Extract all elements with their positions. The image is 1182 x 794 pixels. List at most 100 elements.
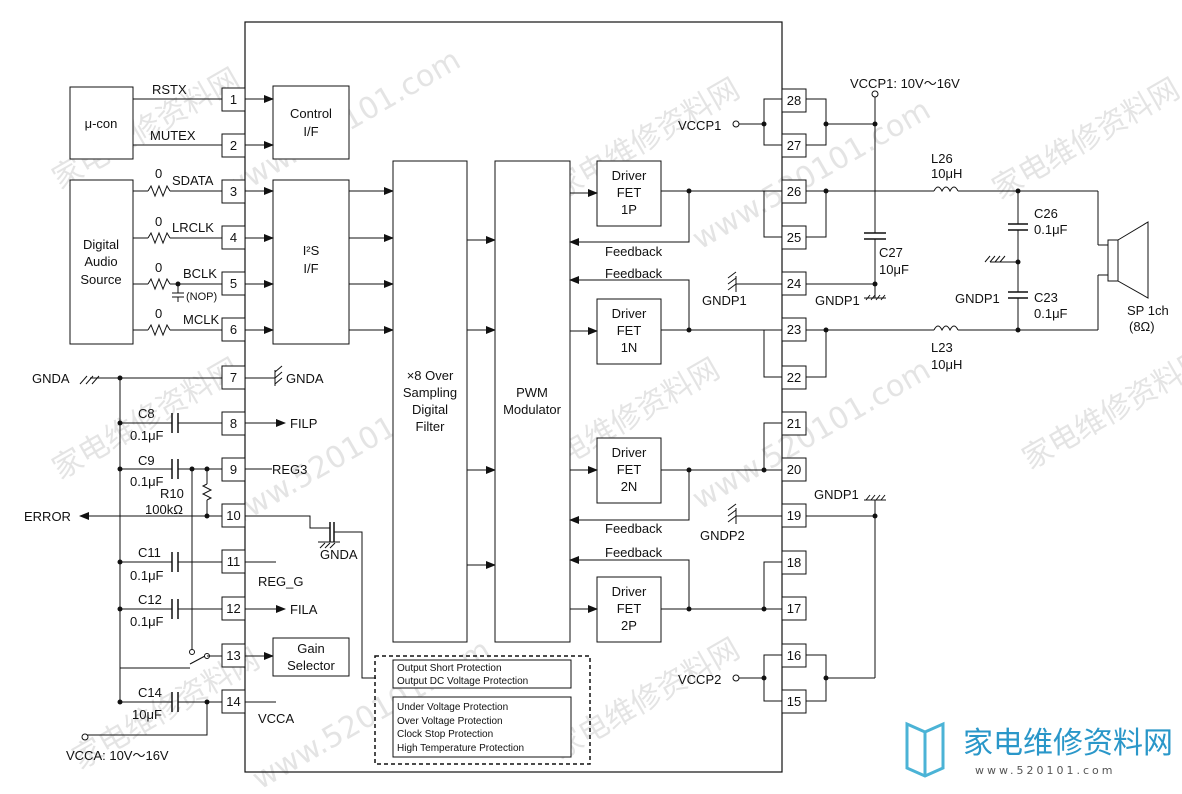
svg-text:GNDP1: GNDP1	[814, 487, 859, 502]
svg-text:Selector: Selector	[287, 658, 335, 673]
svg-text:MUTEX: MUTEX	[150, 128, 196, 143]
svg-text:19: 19	[787, 508, 801, 523]
ic-package	[244, 21, 783, 773]
svg-text:0.1μF: 0.1μF	[130, 614, 164, 629]
pwm-modulator-block: PWM Modulator	[494, 160, 571, 643]
svg-text:I²S: I²S	[303, 243, 320, 258]
svg-text:PWM: PWM	[516, 385, 548, 400]
svg-text:0: 0	[155, 166, 162, 181]
svg-text:17: 17	[787, 601, 801, 616]
svg-text:R10: R10	[160, 486, 184, 501]
svg-text:0.1μF: 0.1μF	[1034, 222, 1068, 237]
svg-text:5: 5	[230, 276, 237, 291]
svg-text:FILA: FILA	[290, 602, 318, 617]
svg-text:Feedback: Feedback	[605, 244, 663, 259]
svg-text:0.1μF: 0.1μF	[130, 428, 164, 443]
svg-text:Driver: Driver	[612, 584, 647, 599]
mclk-line: 0 MCLK	[133, 306, 222, 337]
right-pin-column: 28 27 26 25 24 23 22 21 20 19 18 17 16 1…	[781, 88, 807, 714]
svg-text:24: 24	[787, 276, 801, 291]
driver-fet-1n: Driver FET 1N	[596, 298, 662, 365]
svg-text:Filter: Filter	[416, 419, 446, 434]
svg-text:C14: C14	[138, 685, 162, 700]
svg-text:GNDP1: GNDP1	[702, 293, 747, 308]
svg-text:0: 0	[155, 260, 162, 275]
driver-fet-2n: Driver FET 2N	[596, 437, 662, 504]
speaker-icon	[1097, 191, 1149, 330]
svg-text:GNDP1: GNDP1	[955, 291, 1000, 306]
svg-text:家电维修资料网: 家电维修资料网	[547, 632, 746, 767]
svg-text:LRCLK: LRCLK	[172, 220, 214, 235]
digital-audio-source-block: Digital Audio Source	[69, 179, 134, 345]
svg-text:14: 14	[226, 694, 240, 709]
svg-text:2: 2	[230, 138, 237, 153]
svg-text:6: 6	[230, 322, 237, 337]
svg-text:2N: 2N	[621, 479, 638, 494]
svg-text:10μF: 10μF	[132, 707, 162, 722]
svg-text:SDATA: SDATA	[172, 173, 214, 188]
svg-text:ERROR: ERROR	[24, 509, 71, 524]
svg-text:C8: C8	[138, 406, 155, 421]
svg-text:家电维修资料网: 家电维修资料网	[987, 72, 1182, 207]
svg-text:Under Voltage Protection: Under Voltage Protection	[397, 702, 508, 713]
svg-text:www.520101.com: www.520101.com	[975, 764, 1115, 777]
driver-fet-2p: Driver FET 2P	[596, 576, 662, 643]
svg-text:10: 10	[226, 508, 240, 523]
svg-text:0.1μF: 0.1μF	[1034, 306, 1068, 321]
svg-text:VCCA: VCCA	[258, 711, 294, 726]
svg-text:Output Short Protection: Output Short Protection	[397, 663, 502, 674]
site-logo: 家电维修资料网 www.520101.com	[905, 721, 1173, 778]
svg-text:0: 0	[155, 306, 162, 321]
svg-text:Driver: Driver	[612, 306, 647, 321]
svg-text:(8Ω): (8Ω)	[1129, 319, 1155, 334]
protection-box-1: Output Short Protection Output DC Voltag…	[392, 659, 572, 689]
gain-selector-block: Gain Selector	[272, 637, 350, 677]
svg-text:FET: FET	[617, 462, 642, 477]
svg-text:×8 Over: ×8 Over	[407, 368, 454, 383]
svg-text:Digital: Digital	[83, 237, 119, 252]
driver-fet-1p: Driver FET 1P	[596, 160, 662, 227]
svg-text:家电维修资料网: 家电维修资料网	[1017, 342, 1182, 477]
svg-text:10μH: 10μH	[931, 166, 962, 181]
svg-text:SP 1ch: SP 1ch	[1127, 303, 1169, 318]
svg-text:100kΩ: 100kΩ	[145, 502, 183, 517]
svg-text:1N: 1N	[621, 340, 638, 355]
svg-text:20: 20	[787, 462, 801, 477]
svg-text:Source: Source	[80, 272, 121, 287]
svg-text:Driver: Driver	[612, 445, 647, 460]
svg-text:9: 9	[230, 462, 237, 477]
protection-box-2: Under Voltage Protection Over Voltage Pr…	[392, 696, 572, 758]
svg-text:18: 18	[787, 555, 801, 570]
svg-text:Driver: Driver	[612, 168, 647, 183]
bclk-line: 0 BCLK (NOP)	[133, 260, 222, 303]
svg-text:I/F: I/F	[303, 261, 318, 276]
svg-text:Modulator: Modulator	[503, 402, 561, 417]
svg-text:VCCP1: 10V～16V: VCCP1: 10V～16V	[850, 76, 960, 91]
svg-text:C27: C27	[879, 245, 903, 260]
ucon-block: μ-con	[69, 86, 134, 160]
svg-text:GNDA: GNDA	[320, 547, 358, 562]
svg-text:GNDP1: GNDP1	[815, 293, 860, 308]
i2s-if-block: I²S I/F	[272, 179, 350, 345]
svg-text:23: 23	[787, 322, 801, 337]
svg-text:28: 28	[787, 93, 801, 108]
svg-text:I/F: I/F	[303, 124, 318, 139]
svg-text:High Temperature Protection: High Temperature Protection	[397, 743, 524, 754]
svg-text:27: 27	[787, 138, 801, 153]
svg-text:25: 25	[787, 230, 801, 245]
svg-text:Feedback: Feedback	[605, 521, 663, 536]
svg-text:BCLK: BCLK	[183, 266, 217, 281]
left-pin-column: 1 2 3 4 5 6 7 8 9 10 11 12 13 14	[221, 87, 246, 714]
svg-text:μ-con: μ-con	[85, 116, 118, 131]
svg-text:4: 4	[230, 230, 237, 245]
svg-text:C12: C12	[138, 592, 162, 607]
svg-text:FET: FET	[617, 601, 642, 616]
svg-text:0.1μF: 0.1μF	[130, 474, 164, 489]
svg-text:Clock Stop Protection: Clock Stop Protection	[397, 729, 493, 740]
svg-text:(NOP): (NOP)	[186, 291, 217, 303]
svg-text:REG3: REG3	[272, 462, 307, 477]
svg-text:22: 22	[787, 370, 801, 385]
svg-text:GNDA: GNDA	[32, 371, 70, 386]
svg-text:C26: C26	[1034, 206, 1058, 221]
